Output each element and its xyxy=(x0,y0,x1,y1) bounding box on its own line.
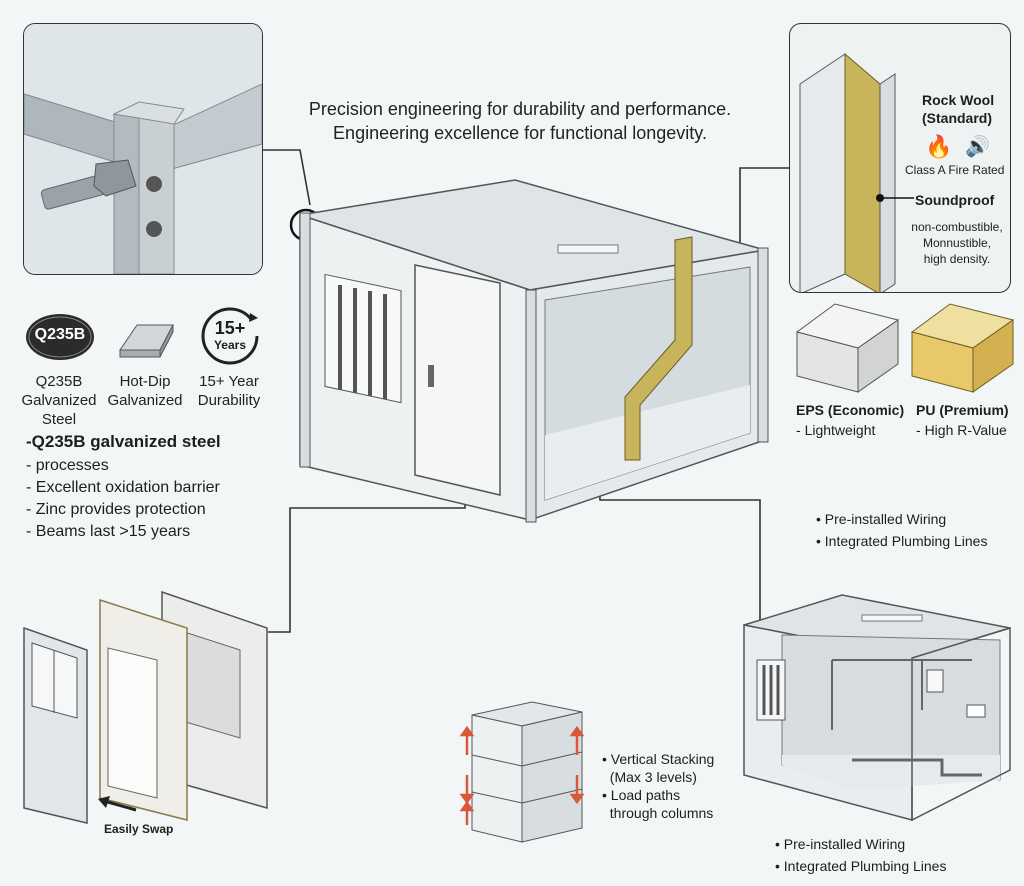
rockwool-title: Rock Wool xyxy=(922,92,995,108)
eps-desc: - Lightweight xyxy=(796,422,876,438)
headline: Precision engineering for durability and… xyxy=(300,97,740,145)
services-list-bottom: Pre-installed Wiring Integrated Plumbing… xyxy=(775,833,947,877)
swap-arrow-icon xyxy=(98,796,137,812)
steel-point: Excellent oxidation barrier xyxy=(26,477,276,499)
rockwool-sub: (Standard) xyxy=(922,110,992,126)
steel-corner-detail xyxy=(23,23,263,275)
stacking-point: Load paths through columns xyxy=(602,786,714,822)
caption-durability: 15+ Year Durability xyxy=(197,373,261,409)
galvanized-ingot-icon xyxy=(119,324,174,358)
container-illustration xyxy=(299,179,769,523)
headline-line-1: Precision engineering for durability and… xyxy=(308,99,732,119)
sound-icon: 🔊 xyxy=(965,136,990,158)
flame-icon: 🔥 xyxy=(925,134,953,159)
soundproof-pointer xyxy=(876,194,914,202)
service-item: Pre-installed Wiring xyxy=(775,833,946,855)
caption-hot-dip: Hot-Dip Galvanized xyxy=(107,373,183,409)
steel-point: processes xyxy=(26,455,276,477)
rockwool-detail xyxy=(789,23,1011,293)
fire-rating: Class A Fire Rated xyxy=(905,163,1005,177)
q235b-badge-text: Q235B xyxy=(34,326,86,343)
steel-point: Beams last >15 years xyxy=(26,521,276,543)
stacking-points: Vertical Stacking (Max 3 levels) Load pa… xyxy=(602,750,715,822)
soundproof-label: Soundproof xyxy=(915,192,995,208)
steel-point: Zinc provides protection xyxy=(26,499,276,521)
stacking-point: Vertical Stacking (Max 3 levels) xyxy=(602,750,715,786)
eps-block-illustration xyxy=(795,303,900,393)
rockwool-panel-illustration xyxy=(799,52,896,292)
steel-points: processes Excellent oxidation barrier Zi… xyxy=(26,455,276,543)
q235b-badge-icon xyxy=(26,314,94,360)
services-list-mid: Pre-installed Wiring Integrated Plumbing… xyxy=(816,508,988,552)
stacked-modules-illustration xyxy=(459,701,585,843)
headline-line-2: Engineering excellence for functional lo… xyxy=(333,123,707,143)
swap-label: Easily Swap xyxy=(104,822,174,836)
durability-cycle-icon xyxy=(201,307,259,365)
service-item: Pre-installed Wiring xyxy=(816,508,987,530)
service-item: Integrated Plumbing Lines xyxy=(816,530,988,552)
caption-q235b: Q235B Galvanized Steel xyxy=(21,373,97,428)
years-badge-bottom: Years xyxy=(213,338,247,352)
interior-services-illustration xyxy=(743,594,1011,822)
pu-block-illustration xyxy=(910,303,1015,393)
swappable-panels-illustration xyxy=(23,590,268,824)
eps-title: EPS (Economic) xyxy=(796,402,905,418)
rockwool-desc: non-combustible, Monnustible, high densi… xyxy=(911,220,1003,266)
years-badge-top: 15+ xyxy=(214,318,246,338)
pu-desc: - High R-Value xyxy=(916,422,1007,438)
service-item: Integrated Plumbing Lines xyxy=(775,855,947,877)
connector-wall-to-rockwool xyxy=(739,167,790,265)
steel-title: -Q235B galvanized steel xyxy=(26,432,221,451)
steel-corner-illustration xyxy=(24,24,262,274)
connector-corner-to-detail xyxy=(262,149,311,206)
pu-title: PU (Premium) xyxy=(916,402,1009,418)
